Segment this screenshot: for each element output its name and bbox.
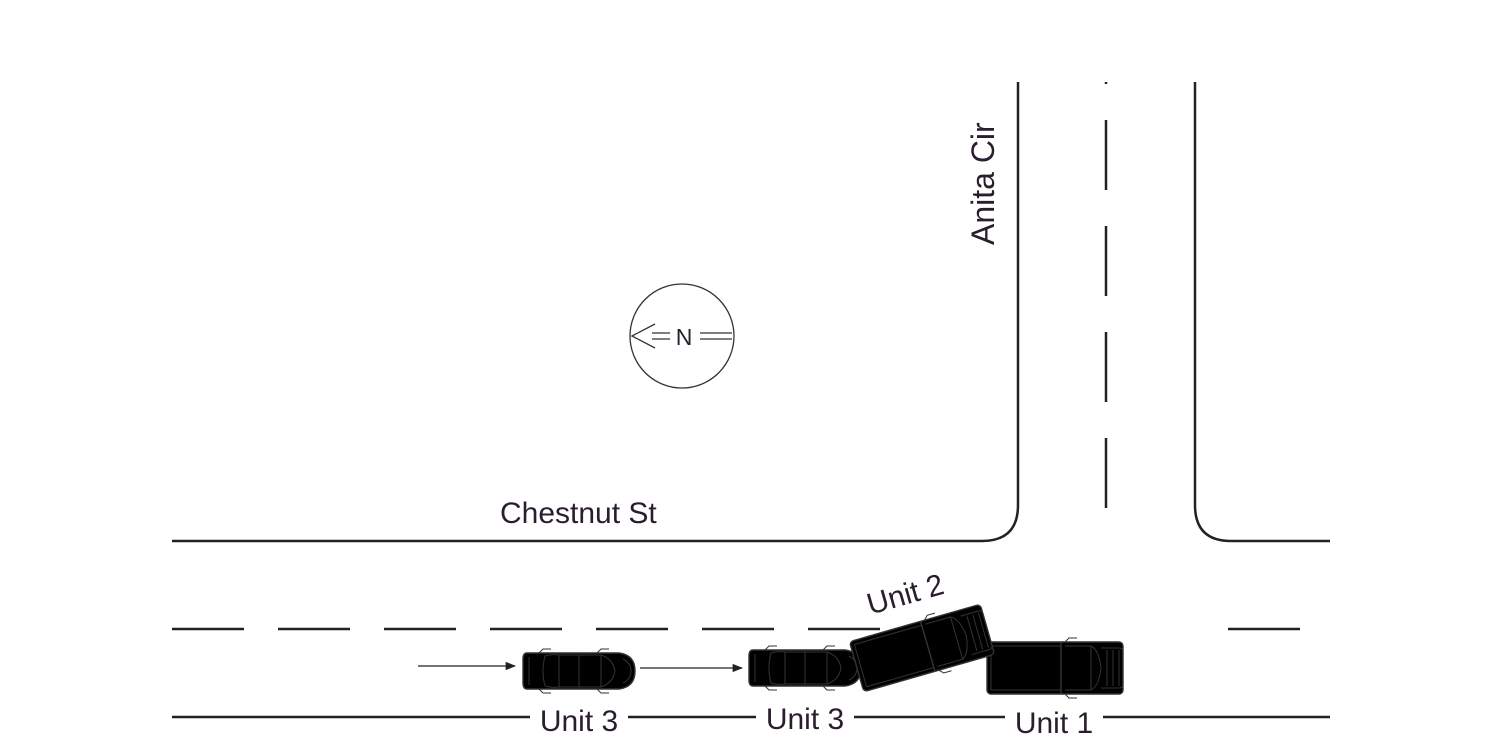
north-arrow: N xyxy=(629,283,735,389)
road-edges xyxy=(172,82,1330,719)
north-arrow-pointer-icon xyxy=(630,323,656,349)
north-arrow-circle xyxy=(629,283,735,389)
vehicle-unit3-after xyxy=(748,645,862,691)
vehicle-unit1 xyxy=(986,637,1124,699)
label-unit1: Unit 1 xyxy=(1015,707,1093,740)
street-label-chestnut: Chestnut St xyxy=(500,497,657,530)
chestnut-north-edge-east xyxy=(1193,82,1330,543)
lane-markings xyxy=(172,82,1300,631)
vehicle-unit3-before xyxy=(522,648,636,694)
street-label-anita: Anita Cir xyxy=(965,122,1001,245)
north-arrow-label: N xyxy=(676,324,693,350)
chestnut-north-edge-west xyxy=(172,82,1020,543)
label-unit3-after: Unit 3 xyxy=(766,703,844,736)
label-unit3-before: Unit 3 xyxy=(540,705,618,738)
